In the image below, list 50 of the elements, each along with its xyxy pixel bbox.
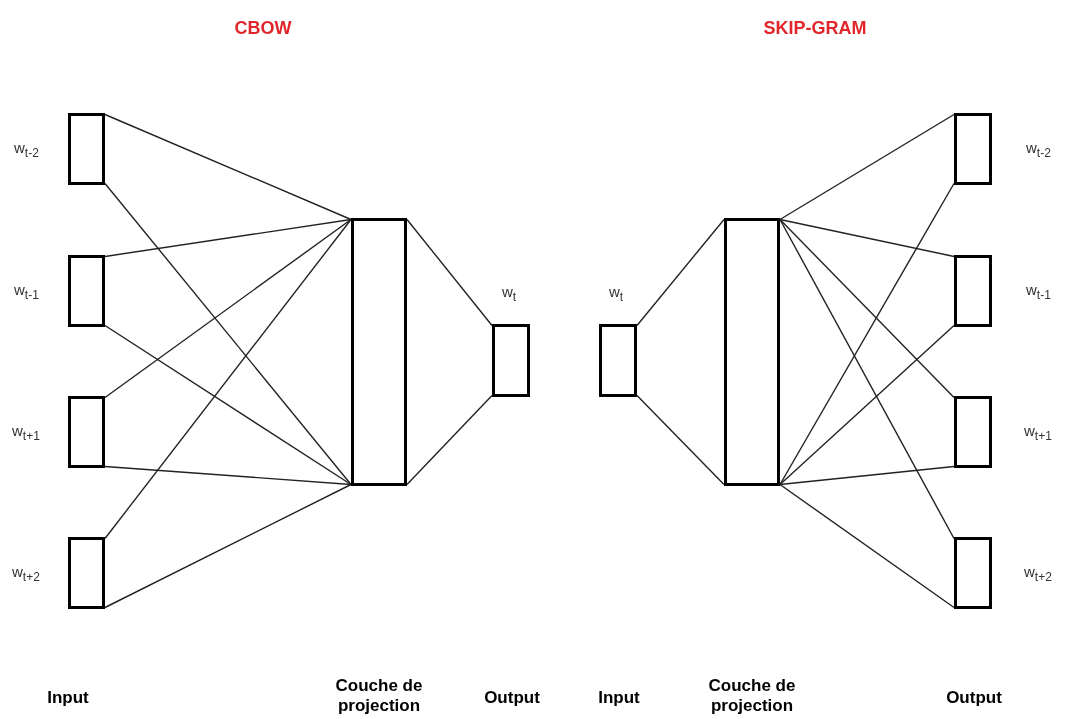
connector-line (779, 113, 955, 221)
connector-line (779, 218, 955, 540)
connector-line (779, 218, 955, 399)
connector-line (636, 394, 725, 486)
layer-label: Input (598, 688, 640, 708)
layer-box (68, 255, 105, 327)
connector-line (104, 324, 352, 486)
connector-line (104, 218, 352, 540)
layer-box (68, 537, 105, 609)
connector-line (104, 113, 352, 221)
layer-box (954, 255, 992, 327)
layer-box (954, 113, 992, 185)
section-heading: SKIP-GRAM (763, 18, 867, 39)
connector-line (104, 465, 352, 486)
layer-box (68, 113, 105, 185)
layer-box (724, 218, 780, 486)
layer-label: Output (484, 688, 540, 708)
word-label: w$_{t-1}$ (1026, 282, 1051, 301)
connector-line (779, 483, 955, 609)
connector-line (779, 324, 955, 486)
connector-line (104, 218, 352, 399)
word-label: w$_{t-2}$ (14, 140, 39, 159)
connector-line (104, 182, 352, 486)
connector-line (104, 483, 352, 609)
word-label: w$_{t-1}$ (14, 282, 39, 301)
word-label: w$_{t+2}$ (1024, 564, 1052, 583)
connector-line (406, 218, 493, 327)
word-label: w$_{t+1}$ (12, 423, 40, 442)
connector-line (406, 394, 493, 486)
layer-label: Output (946, 688, 1002, 708)
layer-box (954, 537, 992, 609)
section-heading: CBOW (234, 18, 292, 39)
layer-label: Couche de projection (707, 676, 797, 716)
layer-box (492, 324, 530, 397)
word-label: w$_{t+2}$ (12, 564, 40, 583)
word-label: w$_{t-2}$ (1026, 140, 1051, 159)
connector-line (779, 465, 955, 486)
word-label: w$_{t+1}$ (1024, 423, 1052, 442)
connector-line (779, 182, 955, 486)
layer-box (599, 324, 637, 397)
layer-box (351, 218, 407, 486)
layer-box (954, 396, 992, 468)
layer-label: Input (47, 688, 89, 708)
connector-line (636, 218, 725, 327)
word-label: w$_{t}$ (609, 284, 624, 303)
connector-line (104, 218, 352, 258)
connector-line (779, 218, 955, 258)
word-label: w$_{t}$ (502, 284, 517, 303)
layer-box (68, 396, 105, 468)
layer-label: Couche de projection (334, 676, 424, 716)
